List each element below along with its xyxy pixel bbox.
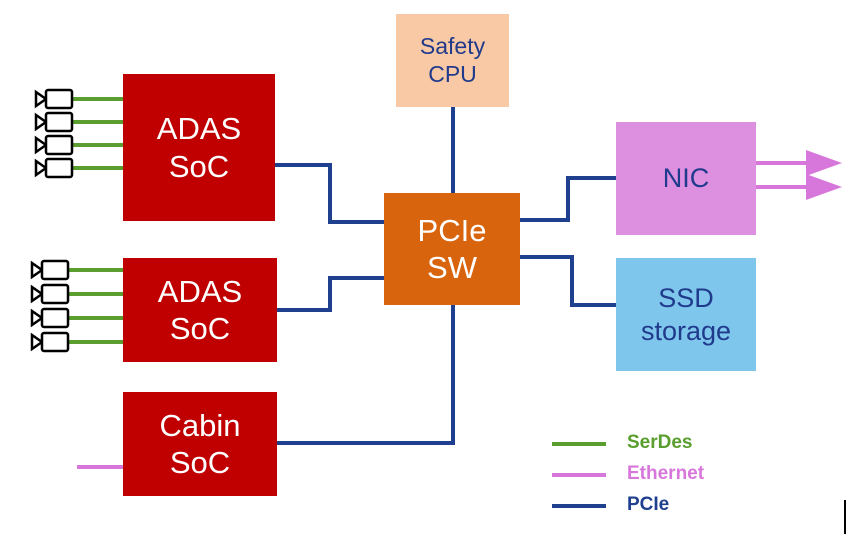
- cabin-soc-block: Cabin SoC: [123, 392, 277, 496]
- ssd-storage-label-line1: SSD: [658, 283, 714, 314]
- pcie-link-adas1-switch: [275, 163, 384, 224]
- ethernet-links: [77, 161, 812, 469]
- pcie-switch-label-line2: SW: [427, 250, 477, 285]
- pcie-switch-block: PCIe SW: [384, 193, 520, 305]
- serdes-links: [68, 97, 124, 344]
- pcie-link-cabin-switch: [277, 305, 455, 445]
- camera-group-2: [30, 259, 70, 353]
- legend-label-ethernet: Ethernet: [627, 463, 705, 484]
- camera-icon: [34, 88, 74, 110]
- safety-cpu-label-line2: CPU: [428, 60, 477, 87]
- legend-swatches: [552, 442, 606, 508]
- camera-icon: [30, 283, 70, 305]
- adas-soc-1-label-line2: SoC: [168, 148, 230, 184]
- nic-block: NIC: [616, 122, 756, 235]
- adas-soc-2-label-line1: ADAS: [157, 273, 243, 309]
- adas-soc-2-block: ADAS SoC: [123, 258, 277, 362]
- arrow-right-icon: [806, 174, 842, 200]
- pcie-link-switch-ssd: [520, 255, 616, 307]
- pcie-switch-label-line1: PCIe: [417, 212, 487, 248]
- ssd-storage-block: SSD storage: [616, 258, 756, 371]
- legend-label-pcie: PCIe: [627, 494, 670, 515]
- adas-soc-2-label-line2: SoC: [169, 311, 231, 346]
- adas-soc-1-label-line1: ADAS: [156, 111, 242, 147]
- legend-label-serdes: SerDes: [627, 432, 693, 453]
- adas-soc-1-block: ADAS SoC: [123, 74, 275, 221]
- cabin-soc-label-line1: Cabin: [159, 407, 241, 443]
- camera-icon: [30, 307, 70, 329]
- camera-group-1: [34, 88, 74, 179]
- safety-cpu-label-line1: Safety: [419, 32, 486, 59]
- pcie-link-switch-nic: [520, 176, 616, 222]
- cabin-soc-label-line2: SoC: [169, 445, 231, 480]
- pcie-links: [275, 107, 616, 445]
- camera-icon: [34, 157, 74, 179]
- pcie-link-adas2-switch: [277, 276, 384, 312]
- ethernet-arrows: [806, 150, 842, 200]
- camera-icon: [34, 134, 74, 156]
- arrow-right-icon: [806, 150, 842, 176]
- nic-label: NIC: [662, 163, 710, 194]
- camera-icon: [30, 259, 70, 281]
- camera-icon: [30, 331, 70, 353]
- ssd-storage-label-line2: storage: [640, 315, 732, 346]
- safety-cpu-block: Safety CPU: [396, 14, 509, 107]
- camera-icon: [34, 111, 74, 133]
